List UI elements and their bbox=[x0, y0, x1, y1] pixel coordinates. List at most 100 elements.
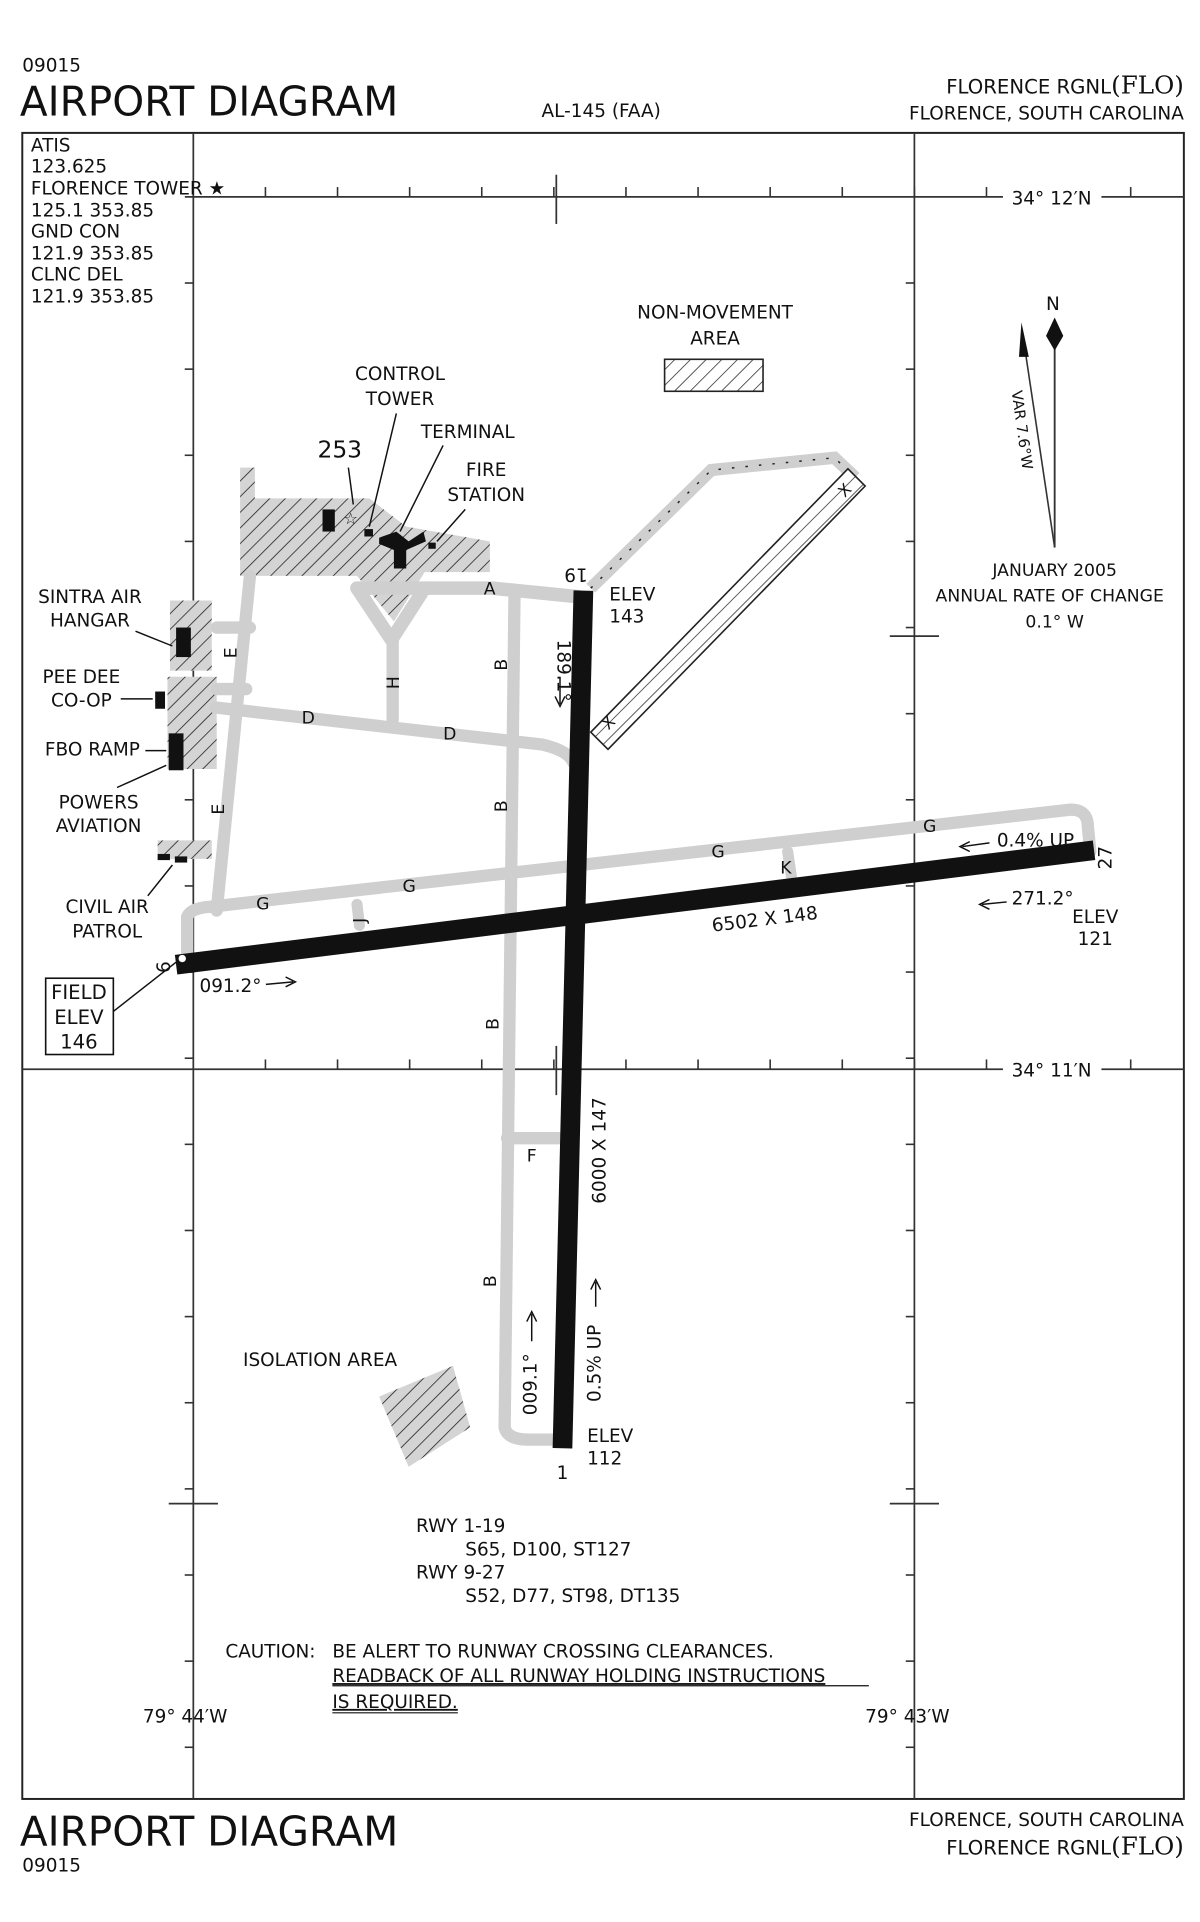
arrow-icon bbox=[526, 1310, 538, 1342]
procedure-number: AL-145 (FAA) bbox=[542, 101, 661, 122]
arrow-icon bbox=[554, 676, 566, 708]
pee-dee-label: CO-OP bbox=[51, 690, 112, 711]
footer-airport: FLORENCE RGNL(FLO) bbox=[946, 1831, 1184, 1860]
north-label: N bbox=[1046, 294, 1060, 315]
rwy1-gradient: 0.5% UP bbox=[585, 1325, 606, 1402]
taxiway-labels: A B B B B D D E E F G G G G H J K bbox=[209, 579, 936, 1287]
lat-label-south: 34° 11′N bbox=[1012, 1061, 1092, 1082]
caution-line: IS REQUIRED. bbox=[332, 1692, 457, 1713]
taxiway-label: F bbox=[527, 1147, 537, 1167]
freq-line: 125.1 353.85 bbox=[31, 201, 154, 222]
arrow-icon bbox=[958, 840, 990, 853]
rate-value: 0.1° W bbox=[1025, 613, 1084, 633]
freq-line: ATIS bbox=[31, 135, 71, 156]
isolation-area bbox=[379, 1365, 471, 1467]
fire-station-label: STATION bbox=[447, 485, 525, 506]
taxiway-label: E bbox=[221, 647, 241, 658]
footer-airport-id: (FLO) bbox=[1111, 1831, 1184, 1860]
taxiway-label: J bbox=[351, 918, 371, 924]
rwy9-27-dimensions: 6502 X 148 bbox=[711, 903, 819, 937]
runway-number-9: 9 bbox=[151, 961, 172, 973]
terminal-apron bbox=[240, 467, 490, 622]
civil-air-building bbox=[157, 853, 170, 861]
rate-label: ANNUAL RATE OF CHANGE bbox=[936, 587, 1164, 607]
true-north-arrow-icon bbox=[1046, 317, 1064, 351]
footer-airport-name: FLORENCE RGNL bbox=[946, 1836, 1111, 1859]
taxiway-label: E bbox=[209, 804, 229, 815]
fbo-building bbox=[168, 733, 184, 771]
rwy1-heading: 009.1° bbox=[521, 1353, 542, 1415]
caution-label: CAUTION: bbox=[225, 1641, 315, 1662]
civil-air-label: PATROL bbox=[72, 922, 143, 943]
taxiway-label: D bbox=[302, 709, 315, 729]
frequency-list: ATIS 123.625 FLORENCE TOWER ★ 125.1 353.… bbox=[31, 135, 225, 307]
powers-label: AVIATION bbox=[56, 816, 142, 837]
field-elevation-box bbox=[44, 977, 115, 1056]
caution-line: READBACK OF ALL RUNWAY HOLDING INSTRUCTI… bbox=[332, 1666, 825, 1687]
control-tower-label: CONTROL bbox=[355, 364, 446, 385]
freq-line: 121.9 353.85 bbox=[31, 244, 154, 265]
buildings: ☆ bbox=[155, 509, 436, 863]
control-tower-label: TOWER bbox=[365, 389, 435, 410]
rwy9-heading: 091.2° bbox=[199, 976, 261, 997]
freq-line: CLNC DEL bbox=[31, 265, 124, 286]
terminal-building bbox=[379, 531, 426, 569]
taxiway-label: G bbox=[256, 894, 269, 914]
arrow-icon bbox=[977, 898, 1007, 910]
magnetic-north-line bbox=[1023, 341, 1056, 548]
taxiway-label: D bbox=[443, 725, 456, 745]
terminal-label: TERMINAL bbox=[420, 422, 515, 443]
freq-line: 123.625 bbox=[31, 156, 107, 177]
airport-name: FLORENCE RGNL(FLO) bbox=[946, 71, 1184, 100]
taxiway-label: B bbox=[483, 1018, 503, 1030]
caution-line: BE ALERT TO RUNWAY CROSSING CLEARANCES. bbox=[332, 1641, 774, 1662]
runway-1-19 bbox=[552, 590, 594, 1449]
taxiway-network bbox=[181, 451, 1097, 1446]
compass-rose: N VAR 7.6°W JANUARY 2005 ANNUAL RATE OF … bbox=[936, 294, 1164, 632]
runway-number-1: 1 bbox=[557, 1463, 569, 1484]
closed-runway bbox=[589, 467, 867, 751]
powers-label: POWERS bbox=[59, 792, 139, 813]
non-movement-label: NON-MOVEMENT bbox=[637, 303, 793, 324]
airport-location: FLORENCE, SOUTH CAROLINA bbox=[909, 103, 1184, 124]
freq-line: GND CON bbox=[31, 221, 120, 242]
footer-chart-number: 09015 bbox=[22, 1856, 81, 1877]
arp-marker bbox=[178, 954, 186, 963]
rwy27-elev: 121 bbox=[1078, 929, 1113, 950]
taxiway-label: B bbox=[492, 659, 512, 671]
taxiway-label: G bbox=[403, 877, 416, 897]
chart-frame bbox=[21, 131, 1185, 1800]
runway-strength: RWY 1-19 S65, D100, ST127 RWY 9-27 S52, … bbox=[416, 1516, 680, 1607]
sintra-label: SINTRA AIR bbox=[38, 587, 142, 608]
taxiway-label: B bbox=[492, 800, 512, 812]
freq-line: 121.9 353.85 bbox=[31, 287, 154, 308]
footer-title: AIRPORT DIAGRAM bbox=[20, 1808, 398, 1856]
obstacle-icon: ☆ bbox=[343, 509, 357, 528]
rwy19-elev-label: ELEV bbox=[609, 584, 656, 605]
hangar-253 bbox=[322, 509, 335, 532]
runway-number-27: 27 bbox=[1095, 846, 1116, 869]
lon-label-west: 79° 44′W bbox=[143, 1707, 227, 1728]
rwy1-dimensions: 6000 X 147 bbox=[590, 1097, 611, 1203]
arrow-icon bbox=[265, 976, 298, 988]
non-movement-symbol bbox=[663, 358, 764, 393]
pee-dee-building bbox=[155, 691, 166, 709]
field-elev-value: 146 bbox=[60, 1030, 98, 1053]
field-elev-label: ELEV bbox=[54, 1006, 104, 1029]
taxiway-label: A bbox=[484, 579, 496, 599]
freq-line: FLORENCE TOWER ★ bbox=[31, 178, 225, 199]
taxiway-label: G bbox=[711, 843, 724, 863]
isolation-area-label: ISOLATION AREA bbox=[243, 1350, 397, 1371]
rwy1-elev-label: ELEV bbox=[587, 1426, 634, 1447]
taxiway-label: H bbox=[384, 676, 404, 689]
runway-9-27 bbox=[174, 840, 1096, 975]
strength-rwy-label: RWY 9-27 bbox=[416, 1563, 505, 1584]
chart-number: 09015 bbox=[22, 55, 81, 76]
fbo-label: FBO RAMP bbox=[45, 740, 140, 761]
civil-air-building bbox=[174, 856, 188, 863]
chart-title: AIRPORT DIAGRAM bbox=[20, 78, 398, 126]
civil-air-apron bbox=[157, 840, 212, 859]
taxiway-label: B bbox=[481, 1275, 501, 1287]
rwy27-elev-label: ELEV bbox=[1072, 907, 1119, 928]
